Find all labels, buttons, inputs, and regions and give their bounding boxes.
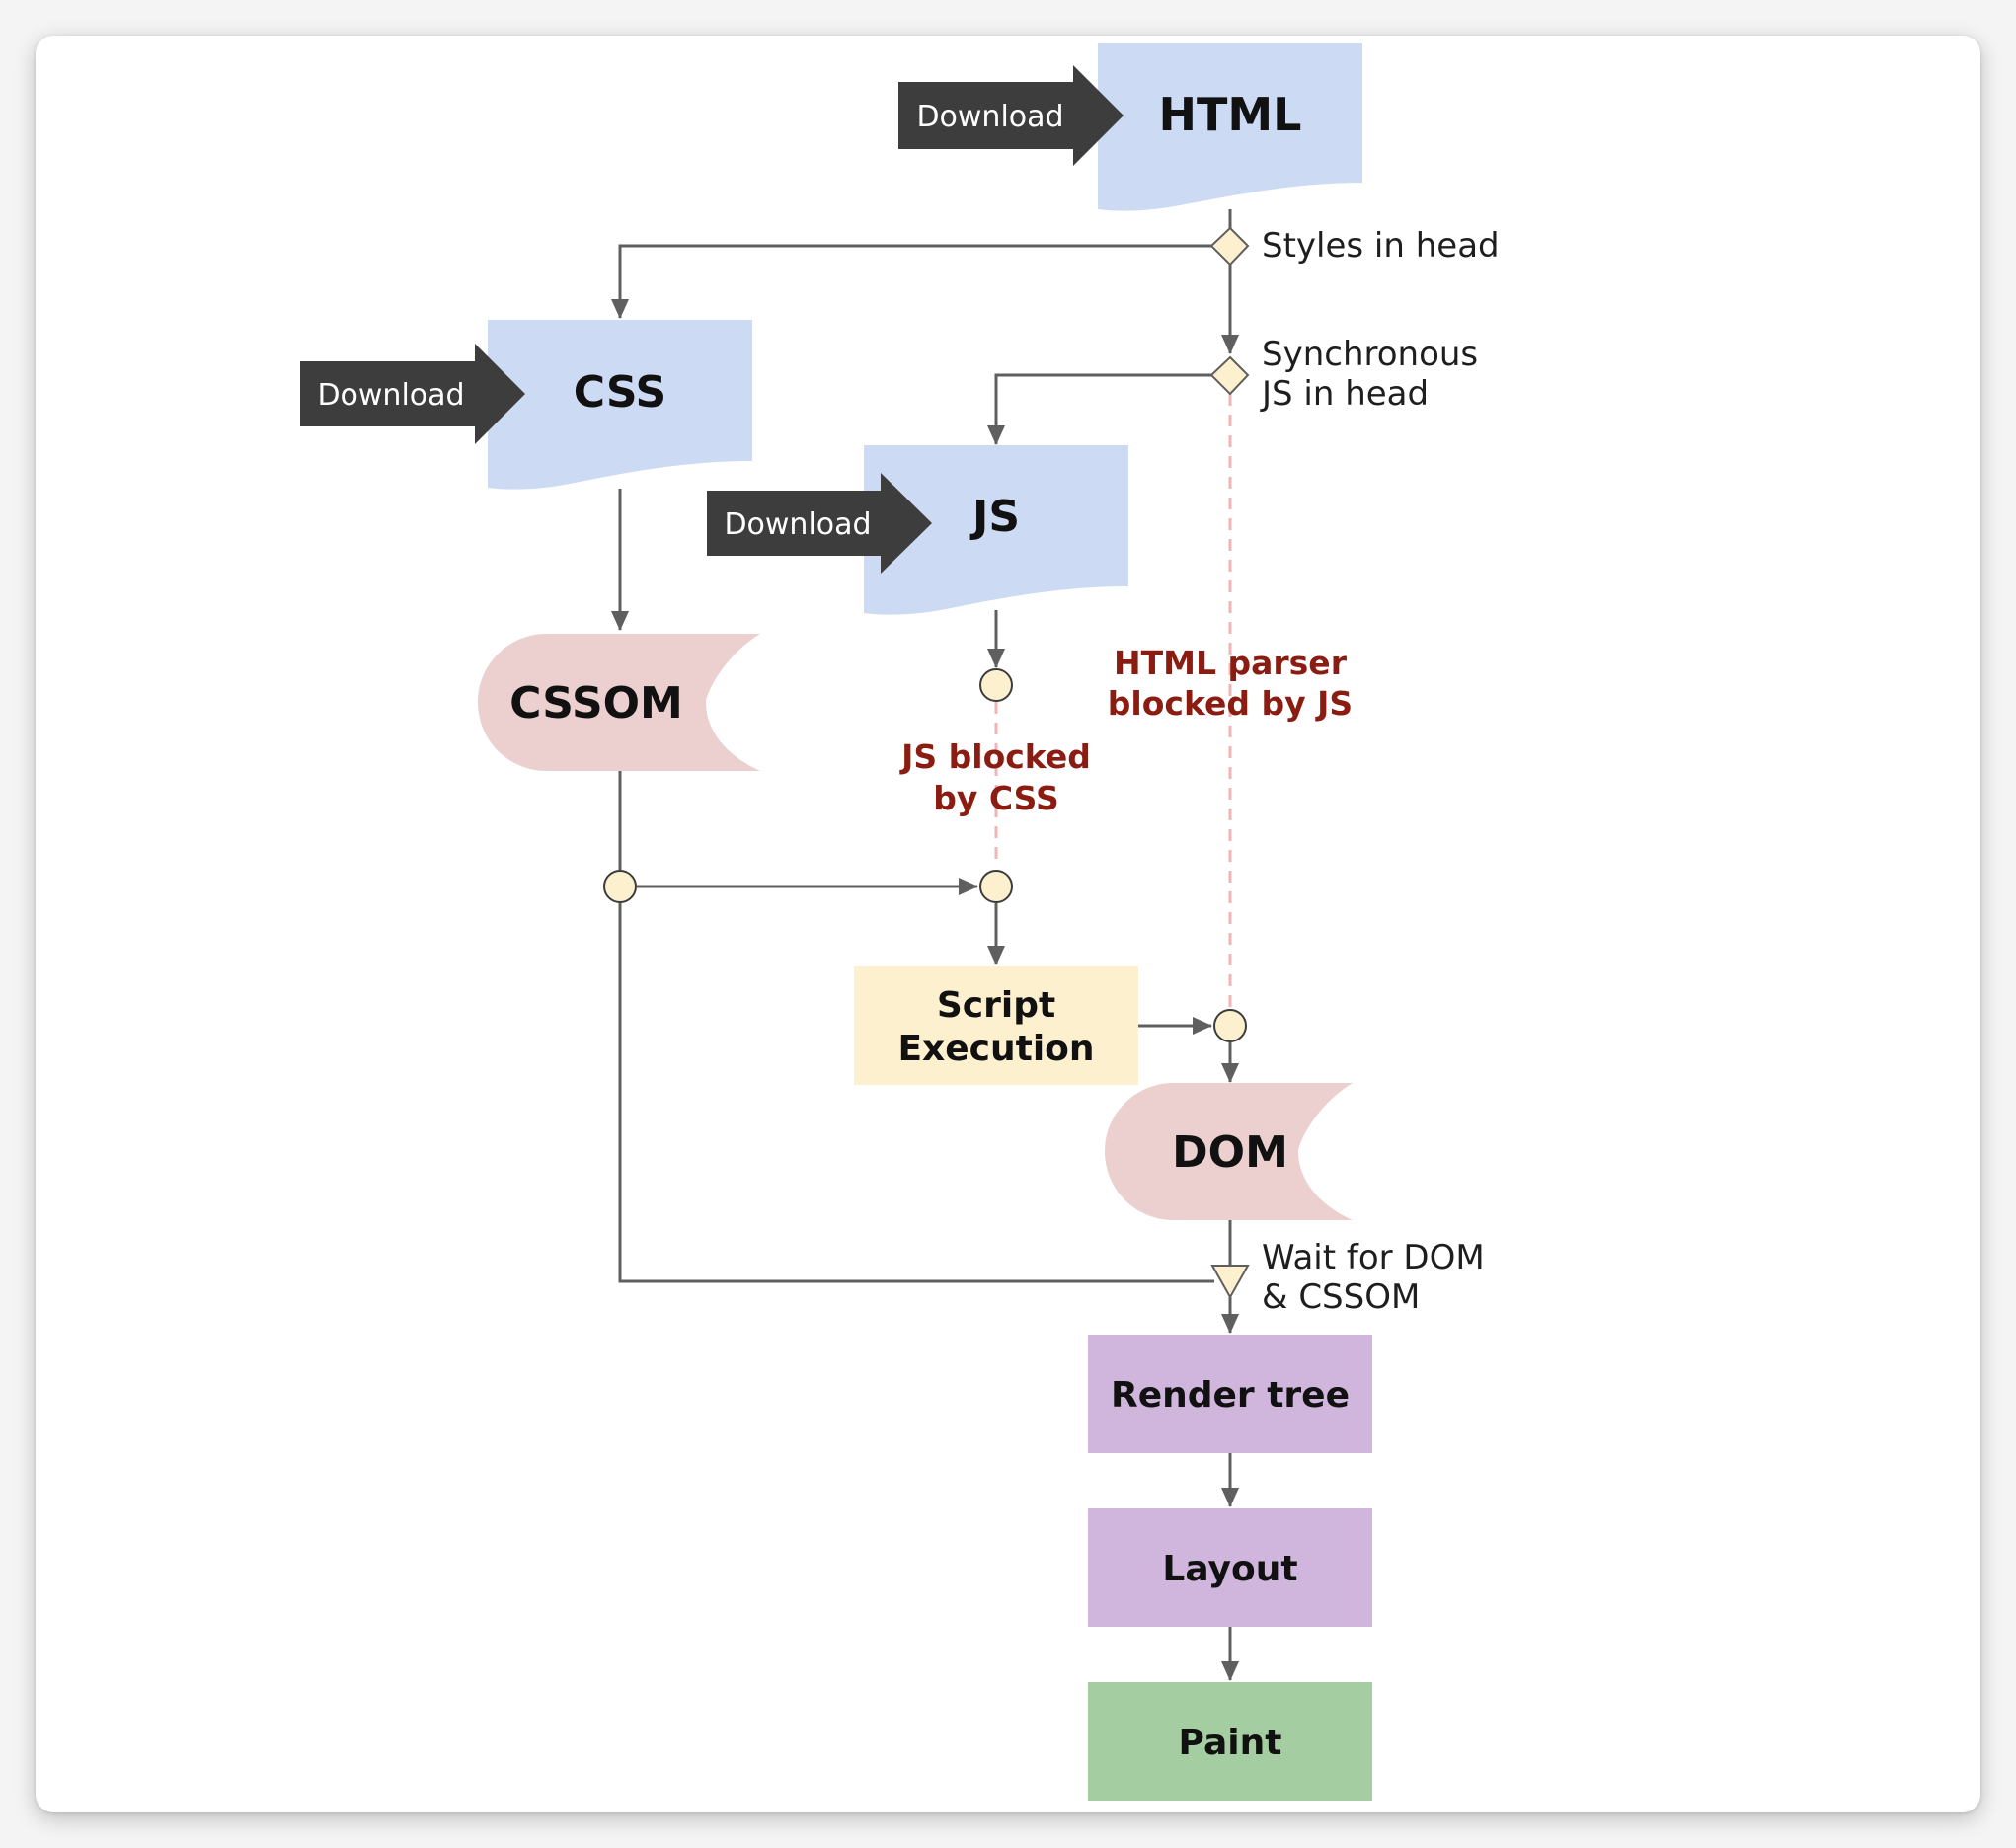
- render-tree-node: Render tree: [1088, 1335, 1372, 1453]
- parser-blocked-line1: HTML parser: [1114, 644, 1348, 682]
- css-document-label: CSS: [574, 367, 667, 418]
- parser-blocked-by-js-note: HTML parser blocked by JS: [1108, 644, 1353, 723]
- cssom-junction: [603, 870, 637, 903]
- sync-js-label-line1: Synchronous: [1262, 335, 1478, 374]
- diagram-card: [36, 36, 1980, 1812]
- js-document-node: JS: [864, 445, 1128, 615]
- paint-box: [1088, 1682, 1372, 1801]
- js-blocked-line2: by CSS: [933, 779, 1059, 817]
- layout-label: Layout: [1162, 1549, 1297, 1589]
- cssom-store-label: CSSOM: [509, 678, 683, 729]
- script-execution-line2: Execution: [897, 1029, 1094, 1069]
- css-document-shape: [488, 320, 752, 490]
- wait-label-line2: & CSSOM: [1262, 1277, 1420, 1317]
- dom-store-node: DOM: [1105, 1083, 1353, 1220]
- wait-label-line1: Wait for DOM: [1262, 1238, 1485, 1277]
- styles-in-head-label: Styles in head: [1262, 226, 1500, 266]
- sync-js-decision-diamond: [1209, 355, 1250, 396]
- render-tree-label: Render tree: [1111, 1375, 1350, 1416]
- render-tree-box: [1088, 1335, 1372, 1453]
- css-download-arrow-shape: [300, 344, 525, 444]
- css-document-node: CSS: [488, 320, 752, 490]
- parser-blocked-line2: blocked by JS: [1108, 684, 1353, 723]
- html-download-arrow: Download: [898, 65, 1124, 166]
- js-blocked-line1: JS blocked: [899, 737, 1091, 776]
- cssom-store-shape: [478, 634, 760, 771]
- js-download-arrow: Download: [707, 473, 932, 574]
- cssom-store-node: CSSOM: [478, 634, 760, 771]
- script-execution-node: Script Execution: [854, 966, 1138, 1085]
- css-download-arrow: Download: [300, 344, 525, 444]
- junctions: [603, 668, 1247, 1042]
- dom-store-shape: [1105, 1083, 1353, 1220]
- html-document-node: HTML: [1098, 43, 1362, 211]
- script-execution-box: [854, 966, 1138, 1085]
- dom-input-junction: [1213, 1009, 1247, 1042]
- blocked-lines: [994, 394, 1232, 1008]
- js-document-shape: [864, 445, 1128, 615]
- html-document-shape: [1098, 43, 1362, 211]
- connector-styles-to-css: [611, 244, 1211, 319]
- script-ready-junction: [979, 870, 1013, 903]
- layout-box: [1088, 1508, 1372, 1627]
- js-blocked-by-css-note: JS blocked by CSS: [899, 737, 1091, 817]
- connector-sync-js-to-js: [987, 373, 1211, 445]
- styles-decision-diamond: [1209, 226, 1250, 267]
- sync-js-decision: Synchronous JS in head: [1209, 335, 1478, 414]
- paint-node: Paint: [1088, 1682, 1372, 1801]
- dom-store-label: DOM: [1172, 1127, 1288, 1178]
- styles-in-head-decision: Styles in head: [1209, 226, 1500, 267]
- css-download-label: Download: [317, 378, 464, 413]
- connector-cssom-to-wait-decision: [618, 903, 1214, 1283]
- layout-node: Layout: [1088, 1508, 1372, 1627]
- html-download-arrow-shape: [898, 65, 1124, 166]
- html-download-label: Download: [916, 100, 1063, 134]
- script-execution-line1: Script: [937, 985, 1055, 1026]
- connectors: [611, 209, 1239, 1681]
- js-document-label: JS: [969, 492, 1020, 542]
- wait-for-dom-cssom-decision: Wait for DOM & CSSOM: [1210, 1238, 1485, 1317]
- sync-js-label-line2: JS in head: [1260, 374, 1429, 414]
- js-download-label: Download: [724, 507, 871, 542]
- js-download-arrow-shape: [707, 473, 932, 574]
- wait-decision-triangle: [1210, 1265, 1250, 1300]
- html-document-label: HTML: [1159, 88, 1302, 141]
- paint-label: Paint: [1179, 1723, 1282, 1763]
- js-download-junction: [979, 668, 1013, 702]
